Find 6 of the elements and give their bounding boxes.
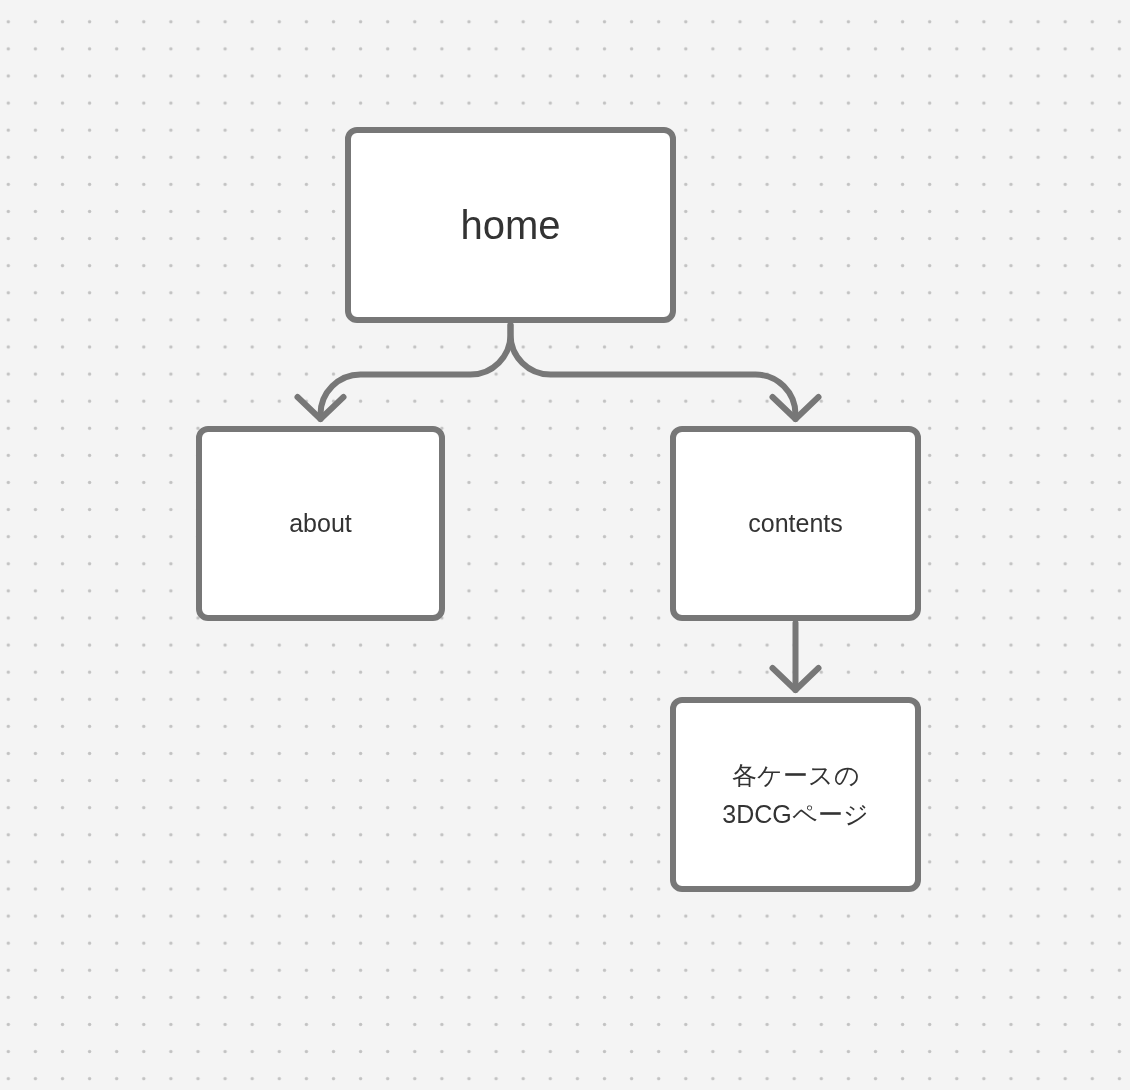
arrow [769, 620, 822, 693]
page-box: home [345, 127, 676, 323]
page-box: contents [670, 426, 921, 621]
arrow [507, 322, 822, 422]
page-box: 各ケースの3DCGページ [670, 697, 921, 892]
page-box: about [196, 426, 445, 621]
